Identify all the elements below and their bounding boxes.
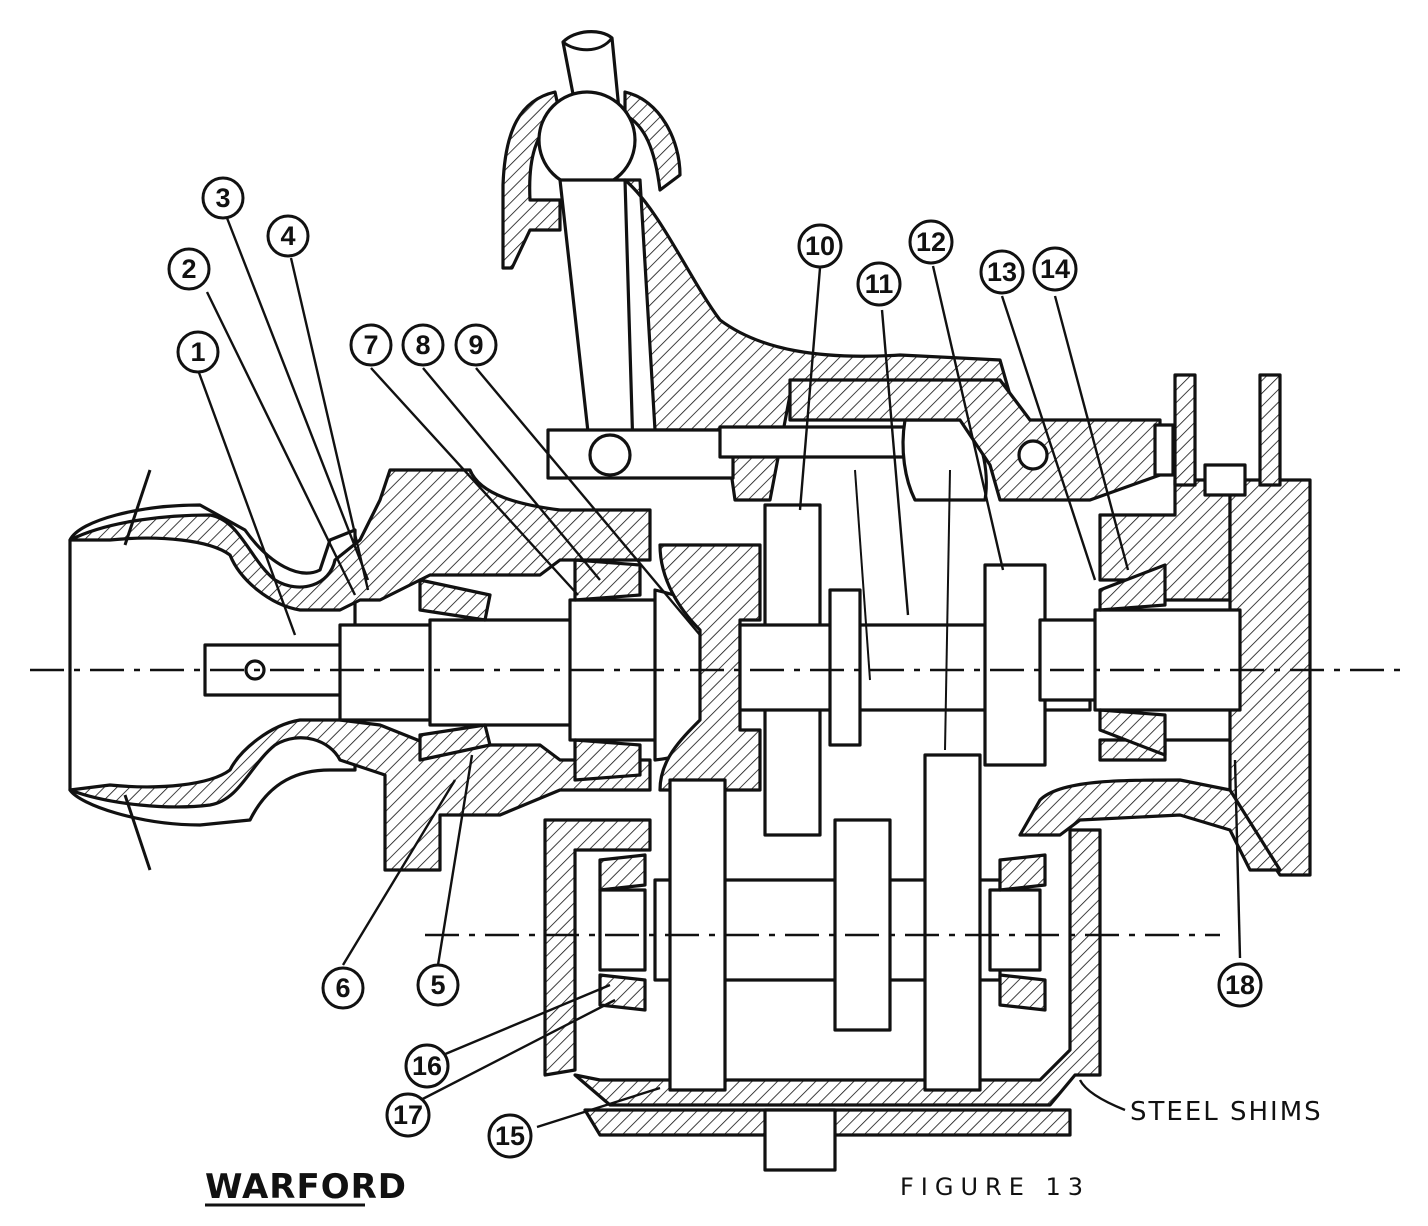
callout-17: 17 — [385, 1092, 431, 1138]
svg-text:12: 12 — [916, 227, 946, 257]
svg-text:4: 4 — [280, 221, 295, 251]
svg-text:18: 18 — [1225, 970, 1255, 1000]
svg-text:6: 6 — [335, 973, 350, 1003]
svg-text:11: 11 — [865, 269, 894, 299]
figure-caption: FIGURE 13 — [900, 1173, 1090, 1201]
callout-15: 15 — [487, 1113, 533, 1159]
callout-8: 8 — [401, 323, 445, 367]
svg-text:5: 5 — [430, 970, 445, 1000]
svg-text:17: 17 — [393, 1100, 423, 1130]
callout-3: 3 — [201, 176, 245, 220]
svg-text:7: 7 — [363, 330, 378, 360]
callout-6: 6 — [321, 966, 365, 1010]
svg-text:14: 14 — [1040, 254, 1070, 284]
callout-9: 9 — [454, 323, 498, 367]
output-housing — [1018, 373, 1312, 877]
svg-text:10: 10 — [805, 231, 835, 261]
svg-text:9: 9 — [468, 330, 483, 360]
svg-text:2: 2 — [181, 254, 196, 284]
svg-text:15: 15 — [495, 1121, 525, 1151]
callout-7: 7 — [349, 323, 393, 367]
callout-5: 5 — [416, 963, 460, 1007]
callout-1: 1 — [176, 330, 220, 374]
svg-text:8: 8 — [415, 330, 430, 360]
callout-2: 2 — [167, 247, 211, 291]
callout-11: 11 — [856, 261, 902, 307]
countershaft-case — [543, 753, 1102, 1172]
callout-4: 4 — [266, 214, 310, 258]
brand-label: WARFORD — [205, 1167, 407, 1207]
callout-13: 13 — [979, 249, 1025, 295]
callout-leaders — [196, 217, 1242, 1129]
callout-14: 14 — [1032, 246, 1078, 292]
svg-text:1: 1 — [190, 337, 205, 367]
callout-16: 16 — [404, 1043, 450, 1089]
steel-shims-label: STEEL SHIMS — [1130, 1097, 1323, 1127]
callout-12: 12 — [908, 219, 954, 265]
shift-rail — [546, 378, 1175, 502]
callout-10: 10 — [797, 223, 843, 269]
svg-text:3: 3 — [215, 183, 230, 213]
svg-text:16: 16 — [412, 1051, 442, 1081]
callout-18: 18 — [1217, 962, 1263, 1008]
svg-text:13: 13 — [987, 257, 1017, 287]
